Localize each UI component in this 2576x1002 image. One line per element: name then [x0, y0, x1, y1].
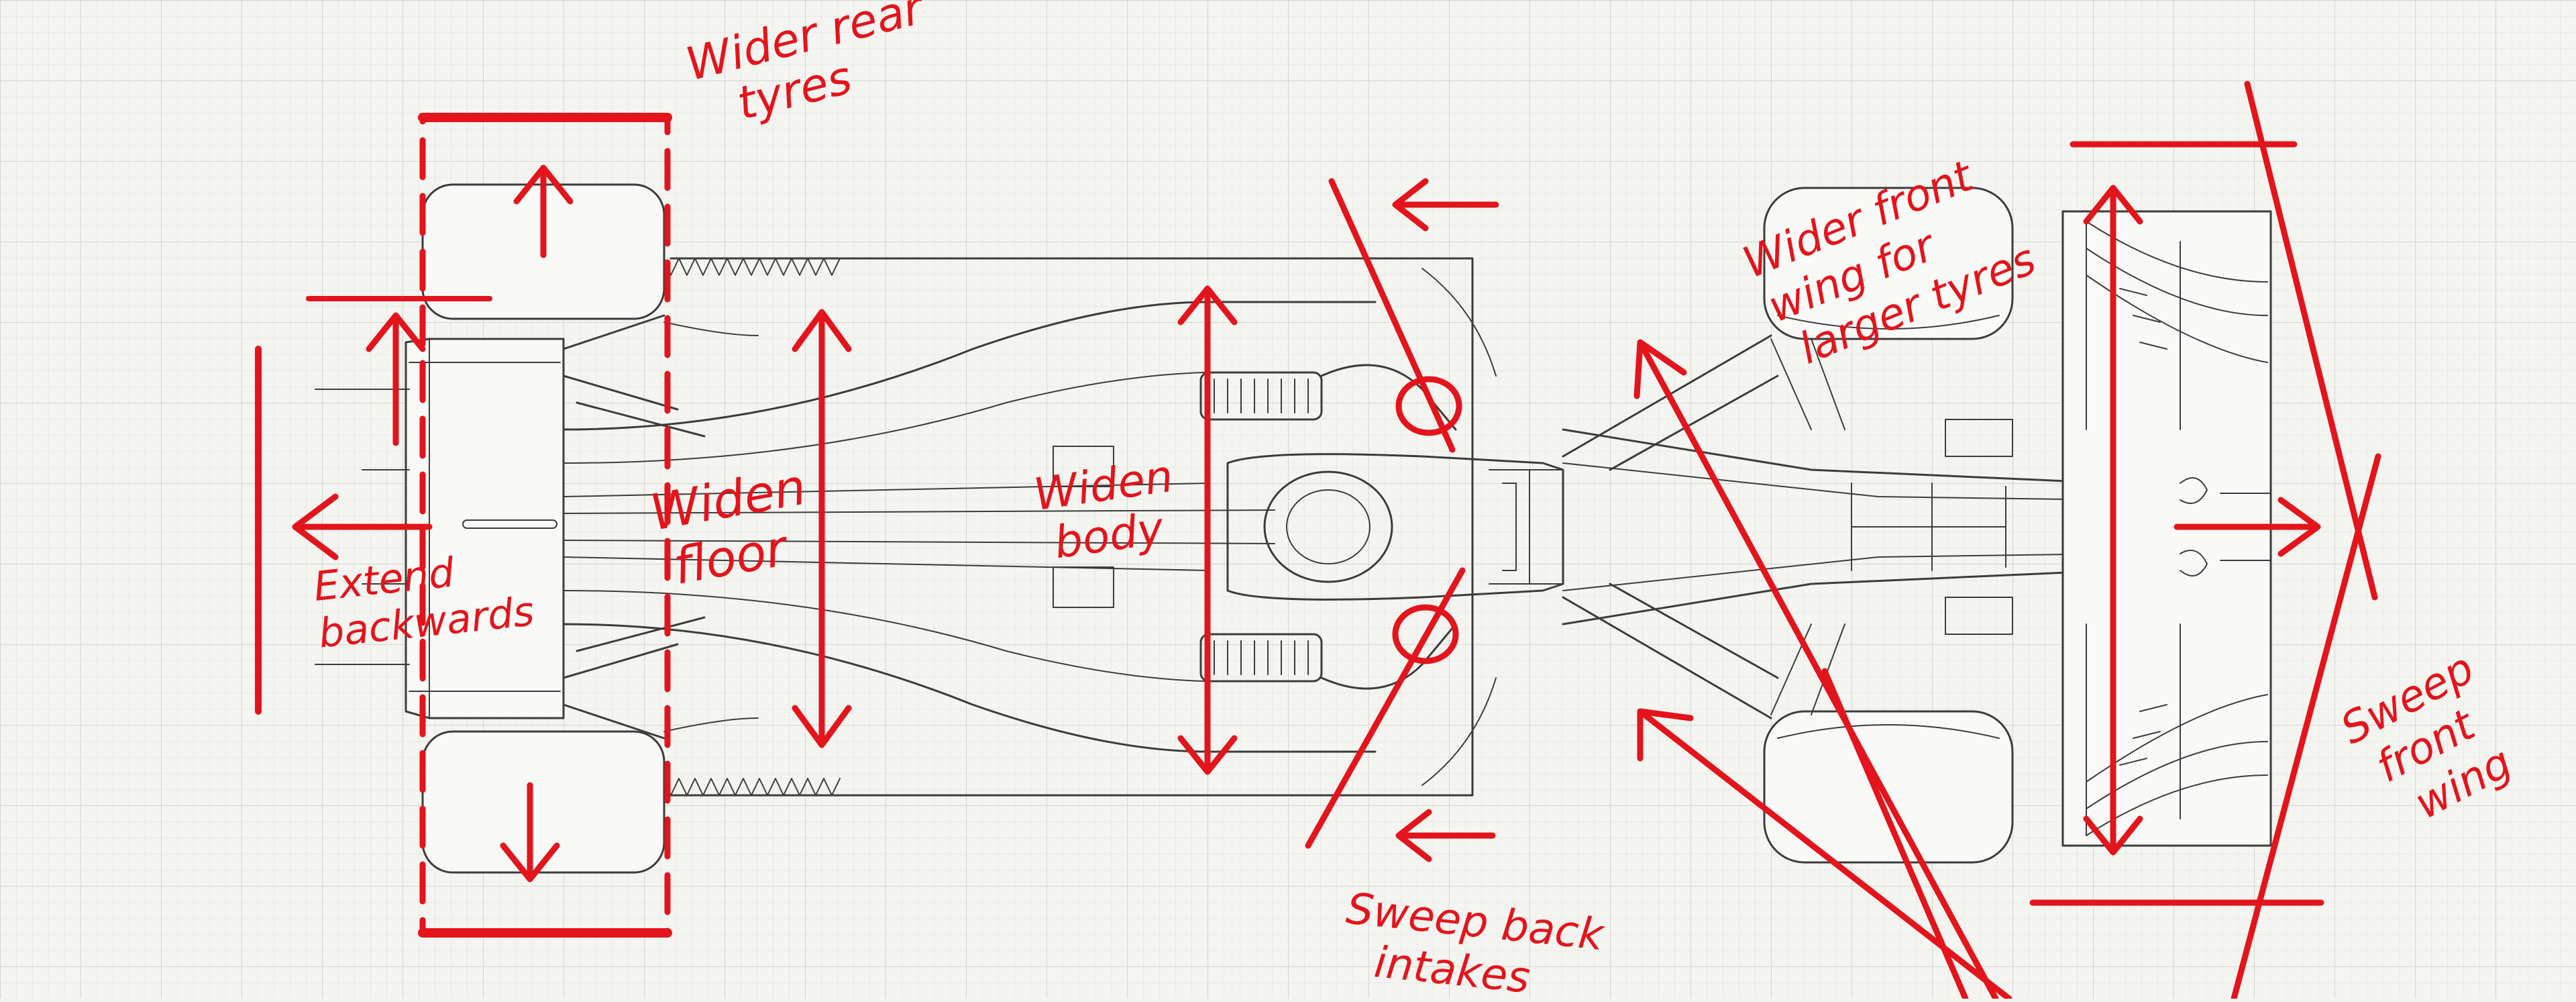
widen-floor-arrow [792, 309, 852, 748]
car-outline [315, 183, 2272, 874]
intake-circle-bottom [1392, 604, 1459, 664]
label-extend-backwards: Extend backwards [311, 542, 536, 658]
extend-backwards-arrow [292, 493, 433, 560]
annotation-labels: Wider rear tyres Extend backwards Widen … [311, 0, 2520, 1002]
sweep-intake-line-top [1328, 178, 1456, 453]
rear-tyre-bottom [421, 730, 665, 874]
red-markup [255, 81, 2381, 1002]
widen-body-arrow [1177, 285, 1238, 775]
sidepod-top [1199, 371, 1323, 421]
front-wing-arrow-top [1633, 339, 1999, 1002]
sweep-front-wing-line [2244, 81, 2378, 601]
intake-circle-top [1395, 376, 1462, 436]
front-tyre-bottom [1763, 710, 2014, 864]
sidepod-bottom [1199, 633, 1323, 683]
front-wing-width-arrow [2083, 185, 2143, 856]
sweep-intake-line-bottom [1305, 567, 1466, 849]
front-tyre-top [1763, 187, 2014, 340]
rear-tyre-down-arrow [500, 782, 560, 883]
driver-helmet [1263, 470, 1393, 583]
floor-outline [669, 257, 1474, 797]
rear-tyre-up-arrow [513, 164, 574, 258]
